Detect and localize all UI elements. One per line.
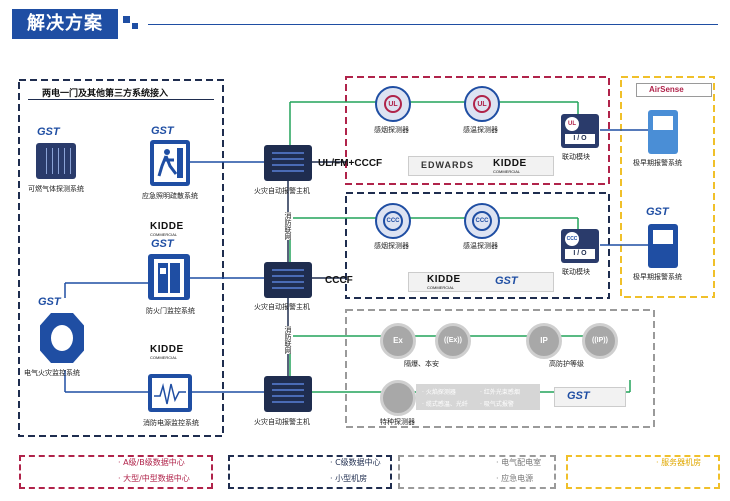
- power-monitor-icon: [148, 374, 192, 412]
- network-vertical-label: 消防联网: [283, 326, 293, 354]
- host3-label: 火灾自动报警主机: [254, 418, 310, 426]
- smoke-detector-label: 感烟探测器: [374, 242, 409, 250]
- fire-power-label: 消防电源监控系统: [143, 419, 199, 427]
- gst-logo: GST: [151, 238, 174, 250]
- legend-yellow-item: · 服务器机房: [656, 458, 702, 467]
- ip-sounder-icon: ((IP)): [582, 323, 618, 359]
- vesda-label: 极早期报警系统: [633, 273, 682, 281]
- gas-detection-label: 可燃气体探测系统: [28, 185, 84, 193]
- legend-gray-item: · 电气配电室: [496, 458, 542, 467]
- title-rule: [148, 24, 718, 25]
- gst-logo: GST: [567, 390, 590, 402]
- heat-detector-ccc-icon: CCC: [464, 203, 500, 239]
- host1-label: 火灾自动报警主机: [254, 187, 310, 195]
- link-module-ccc-icon: CCC I / O: [561, 229, 599, 263]
- gst-logo: GST: [38, 296, 61, 308]
- host2-label: 火灾自动报警主机: [254, 303, 310, 311]
- intrinsic-safety-detector-icon: ((Ex)): [435, 323, 471, 359]
- gst-logo: GST: [151, 125, 174, 137]
- ip-detector-icon: IP: [526, 323, 562, 359]
- heat-detector-ul-icon: UL: [464, 86, 500, 122]
- panel-third-party-border: [18, 79, 224, 437]
- heat-detector-label: 感温探测器: [463, 242, 498, 250]
- title-decoration: [132, 23, 138, 29]
- special-detector-icon: [380, 380, 416, 416]
- vesda-detector-icon: [648, 224, 678, 268]
- link-module-label: 联动模块: [562, 268, 590, 276]
- panel-third-party-title: 两电一门及其他第三方系统接入: [42, 89, 169, 99]
- legend-navy-box: [228, 455, 392, 489]
- heat-detector-label: 感温探测器: [463, 126, 498, 134]
- panel-power-border: [345, 309, 655, 428]
- legend-gray-box: [398, 455, 556, 489]
- page-title: 解决方案: [12, 9, 118, 39]
- legend-red-box: [19, 455, 213, 489]
- gas-detector-icon: [36, 143, 76, 179]
- smoke-detector-ul-icon: UL: [375, 86, 411, 122]
- panel-c-class-border: [345, 192, 610, 299]
- vesda-label: 极早期报警系统: [633, 159, 682, 167]
- edwards-logo: EDWARDS: [421, 160, 475, 170]
- legend-navy-item: · C级数据中心: [330, 458, 381, 467]
- panel-a-class-border: [345, 76, 610, 185]
- gst-logo: GST: [646, 206, 669, 218]
- smoke-detector-ccc-icon: CCC: [375, 203, 411, 239]
- fire-alarm-host-icon: [264, 262, 312, 298]
- explosion-proof-label: 隔爆、本安: [404, 360, 439, 368]
- electrical-fire-icon: [40, 313, 84, 363]
- fire-door-label: 防火门监控系统: [146, 307, 195, 315]
- legend-navy-item: · 小型机房: [330, 474, 368, 483]
- special-detector-list: · 火焰探测器 · 红外光束感烟 · 缆式感温、光纤 · 吸气式报警: [416, 384, 540, 410]
- gst-logo: GST: [37, 126, 60, 138]
- smoke-detector-label: 感烟探测器: [374, 126, 409, 134]
- panel-title-rule: [28, 99, 214, 100]
- vesda-detector-icon: [648, 110, 678, 154]
- airsense-logo: AirSense: [636, 83, 712, 97]
- emergency-exit-icon: [150, 140, 190, 186]
- fire-alarm-host-icon: [264, 145, 312, 181]
- emergency-lighting-label: 应急照明疏散系统: [142, 192, 198, 200]
- legend-red-item: · A级/B级数据中心: [118, 458, 185, 467]
- gst-brand-box: GST: [554, 387, 626, 407]
- fire-door-icon: [148, 254, 190, 300]
- high-protection-label: 高防护等级: [549, 360, 584, 368]
- network-vertical-label: 消防联网: [283, 212, 293, 240]
- title-decoration: [123, 16, 130, 23]
- link-module-label: 联动模块: [562, 153, 590, 161]
- legend-yellow-box: [566, 455, 720, 489]
- standard-ul-fm-cccf: UL/FM+CCCF: [318, 158, 383, 169]
- standard-cccf: CCCF: [325, 275, 353, 286]
- electrical-fire-label: 电气火灾监控系统: [24, 369, 80, 377]
- explosion-proof-detector-icon: Ex: [380, 323, 416, 359]
- legend-red-item: · 大型/中型数据中心: [118, 474, 190, 483]
- panel-server-border: [620, 76, 715, 298]
- special-detector-label: 特种探测器: [380, 418, 415, 426]
- gst-logo: GST: [495, 275, 518, 287]
- link-module-ul-icon: UL I / O: [561, 114, 599, 148]
- fire-alarm-host-icon: [264, 376, 312, 412]
- legend-gray-item: · 应急电源: [496, 474, 534, 483]
